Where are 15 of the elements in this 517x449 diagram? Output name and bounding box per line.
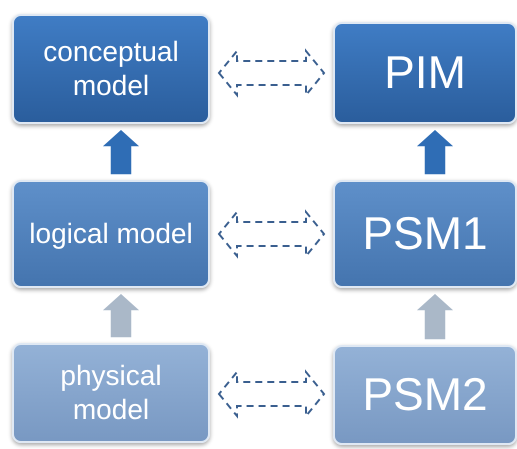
model-box — [12, 343, 210, 443]
dashed-double-arrow — [218, 369, 326, 419]
box-label: logical model — [28, 217, 194, 251]
model-box — [333, 22, 517, 124]
box-label: PIM — [383, 45, 467, 100]
dashed-double-arrow — [218, 209, 326, 259]
dashed-double-arrow — [218, 48, 326, 98]
box-label: conceptual model — [42, 35, 180, 103]
model-box — [12, 180, 210, 288]
box-label: physical model — [59, 359, 163, 427]
model-box — [333, 345, 517, 445]
box-label: PSM2 — [361, 367, 489, 422]
box-label: PSM1 — [361, 206, 489, 262]
model-box — [333, 180, 517, 288]
model-box — [12, 14, 210, 124]
